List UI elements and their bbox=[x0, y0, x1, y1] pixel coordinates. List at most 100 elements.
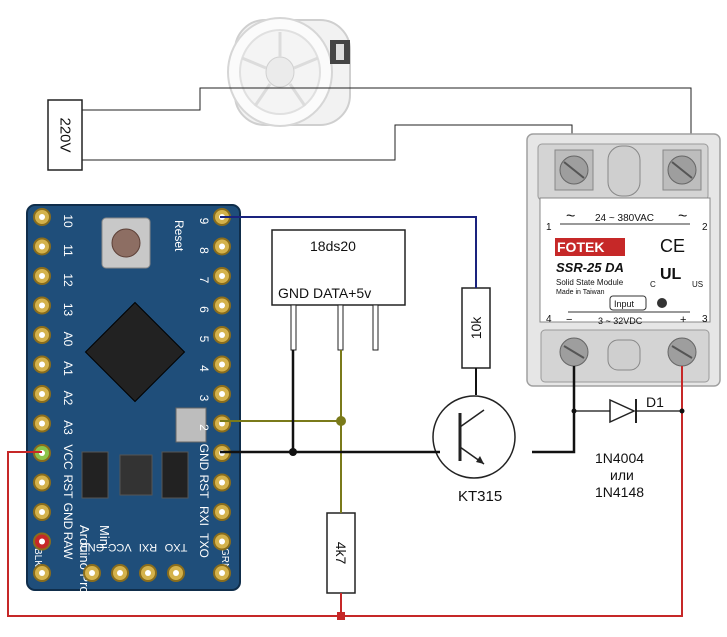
arduino-left-pin-label-9: VCC bbox=[61, 444, 75, 470]
diode-part1-label: 1N4004 bbox=[595, 450, 645, 466]
ssr-minus: − bbox=[566, 314, 572, 326]
arduino-left-pin-label-2: 11 bbox=[61, 244, 75, 257]
arduino-right-pin-label-8: 2 bbox=[197, 424, 211, 431]
arduino-right-pin-label-7: 3 bbox=[197, 395, 211, 402]
arduino-right-pin-label-4: 6 bbox=[197, 306, 211, 313]
resistor-10k bbox=[461, 287, 491, 369]
junction-diode-right bbox=[679, 408, 685, 414]
arduino-right-pin-6-hole bbox=[219, 361, 225, 368]
arduino-left-pin-3-hole bbox=[39, 273, 45, 279]
solid-state-relay: FOTEK SSR-25 DA Solid State Module Made … bbox=[526, 133, 721, 387]
ssr-c-mark: C bbox=[650, 280, 656, 289]
arduino-blk-pin-hole bbox=[39, 570, 45, 576]
transistor-kt315 bbox=[432, 395, 516, 479]
arduino-bottom-pin-label-1: GND bbox=[80, 541, 105, 553]
arduino-left-pin-label-11: GND bbox=[61, 503, 75, 530]
diode-ref-label: D1 bbox=[646, 394, 664, 410]
arduino-left-pin-4-hole bbox=[39, 302, 45, 309]
mains-220v-label: 220V bbox=[56, 117, 74, 153]
arduino-left-pin-label-4: 13 bbox=[61, 303, 75, 317]
arduino-right-pin-label-6: 4 bbox=[197, 365, 211, 372]
arduino-right-pin-label-9: GND bbox=[197, 444, 211, 471]
wire-collector bbox=[532, 366, 576, 454]
arduino-left-pin-label-1: 10 bbox=[61, 214, 75, 228]
junction-data bbox=[336, 416, 346, 426]
arduino-left-pin-label-8: A3 bbox=[61, 420, 75, 435]
wire-red-vcc bbox=[7, 366, 683, 617]
arduino-right-pin-label-3: 7 bbox=[197, 277, 211, 284]
resistor-4k7 bbox=[326, 512, 356, 594]
ssr-desc1: Solid State Module bbox=[556, 278, 624, 287]
sensor-legs bbox=[290, 304, 379, 351]
arduino-pro-mini-board: Arduino Pro Mini Reset BLK GRN 10111213A… bbox=[26, 204, 241, 594]
arduino-left-pin-label-5: A0 bbox=[61, 332, 75, 347]
arduino-right-pin-label-10: RST bbox=[197, 475, 211, 500]
arduino-right-pin-2-hole bbox=[219, 243, 225, 250]
arduino-bottom-pin-4-hole bbox=[173, 570, 179, 576]
arduino-left-pin-12-hole bbox=[39, 538, 45, 545]
arduino-right-pin-10-hole bbox=[219, 479, 225, 486]
mains-220v-box bbox=[47, 99, 83, 171]
ssr-input-label: Input bbox=[614, 299, 635, 309]
arduino-left-pin-label-10: RST bbox=[61, 475, 75, 500]
arduino-left-pin-label-3: 12 bbox=[61, 273, 75, 287]
diode-part2-label: или bbox=[610, 467, 634, 483]
arduino-right-pin-12-hole bbox=[219, 538, 225, 545]
arduino-left-pin-2-hole bbox=[39, 243, 45, 250]
arduino-bottom-pin-2-hole bbox=[117, 570, 123, 576]
ssr-pin4: 4 bbox=[546, 314, 552, 325]
arduino-left-pin-8-hole bbox=[39, 420, 45, 427]
ssr-ul-mark: UL bbox=[660, 266, 682, 283]
arduino-right-pin-11-hole bbox=[219, 509, 225, 515]
sensor-18ds20-body bbox=[271, 229, 406, 306]
arduino-left-pin-10-hole bbox=[39, 479, 45, 486]
ssr-pin2: 2 bbox=[702, 222, 708, 233]
arduino-left-pin-label-6: A1 bbox=[61, 361, 75, 376]
ssr-ce-mark: CE bbox=[660, 236, 685, 256]
arduino-grn-pin-hole bbox=[219, 570, 225, 576]
ssr-dc-range: 3 ~ 32VDC bbox=[598, 316, 643, 326]
ssr-ac-range: 24 ~ 380VAC bbox=[595, 213, 654, 224]
arduino-left-pin-7-hole bbox=[39, 391, 45, 397]
sensor-name-label: 18ds20 bbox=[310, 238, 356, 254]
ssr-plus: + bbox=[680, 314, 686, 326]
arduino-bottom-pin-label-4: TXO bbox=[164, 541, 187, 553]
arduino-right-pin-label-11: RXI bbox=[197, 506, 211, 526]
ssr-ac-tilde-right: ~ bbox=[678, 208, 687, 225]
arduino-right-pin-label-2: 8 bbox=[197, 247, 211, 254]
arduino-bottom-pin-3-hole bbox=[145, 570, 151, 576]
resistor-4k7-label: 4k7 bbox=[333, 541, 349, 565]
arduino-model-line2: Mini bbox=[97, 525, 112, 549]
arduino-right-pin-4-hole bbox=[219, 302, 225, 309]
ssr-pin3: 3 bbox=[702, 314, 708, 325]
arduino-pins: 10111213A0A1A2A3VCCRSTGNDRAW98765432GNDR… bbox=[33, 208, 231, 582]
arduino-right-pin-5-hole bbox=[219, 332, 225, 338]
arduino-left-pin-11-hole bbox=[39, 509, 45, 515]
ssr-model: SSR-25 DA bbox=[556, 260, 624, 275]
arduino-left-pin-label-7: A2 bbox=[61, 391, 75, 406]
arduino-right-pin-label-1: 9 bbox=[197, 218, 211, 225]
arduino-left-pin-5-hole bbox=[39, 332, 45, 338]
ssr-pin1: 1 bbox=[546, 222, 552, 233]
junction-red bbox=[337, 612, 345, 620]
diode-d1 bbox=[609, 398, 637, 424]
ssr-ac-tilde-left: ~ bbox=[566, 208, 575, 225]
arduino-right-pin-7-hole bbox=[219, 391, 225, 397]
arduino-bottom-pin-label-3: RXI bbox=[139, 541, 157, 553]
transistor-label: KT315 bbox=[458, 488, 503, 505]
arduino-reset-label: Reset bbox=[172, 220, 186, 252]
arduino-left-pin-1-hole bbox=[39, 214, 45, 220]
arduino-bottom-pin-1-hole bbox=[89, 570, 95, 576]
ssr-us-mark: US bbox=[692, 280, 703, 289]
fan-icon bbox=[227, 17, 351, 127]
arduino-right-pin-label-12: TXO bbox=[197, 533, 211, 558]
wire-blue-pin9 bbox=[220, 216, 477, 288]
arduino-bottom-pin-label-2: VCC bbox=[108, 541, 131, 553]
arduino-right-pin-label-5: 5 bbox=[197, 336, 211, 343]
sensor-pins-label: GND DATA+5v bbox=[278, 285, 372, 301]
ssr-brand: FOTEK bbox=[557, 239, 604, 255]
resistor-10k-label: 10k bbox=[468, 316, 484, 340]
ssr-desc2: Made in Taiwan bbox=[556, 289, 605, 296]
